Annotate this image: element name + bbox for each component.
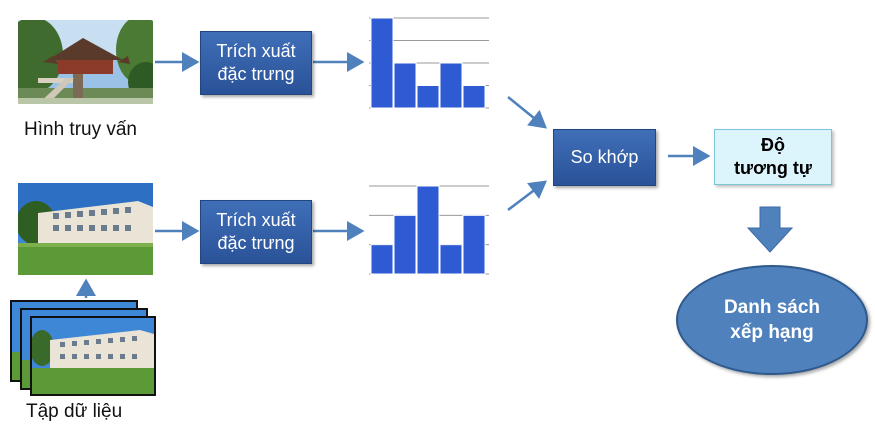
histogram-query bbox=[369, 17, 489, 109]
ranked-list-line2: xếp hạng bbox=[730, 322, 814, 343]
match-label: So khớp bbox=[570, 147, 639, 167]
histogram-bar bbox=[439, 244, 463, 275]
extract-bottom-line1: Trích xuất bbox=[216, 210, 296, 230]
histogram-bar bbox=[439, 62, 463, 109]
arrow-hist-top-to-match bbox=[507, 96, 547, 129]
histogram-bar bbox=[462, 214, 486, 275]
histogram-bar bbox=[370, 17, 394, 109]
similarity-box: Độ tương tự bbox=[714, 129, 832, 185]
ranked-list-line1: Danh sách bbox=[723, 297, 821, 318]
dataset-image-building bbox=[18, 183, 153, 275]
extract-top-line2: đặc trưng bbox=[217, 64, 295, 84]
query-image-pagoda bbox=[18, 20, 153, 104]
ranked-list-ellipse: Danh sách xếp hạng bbox=[676, 265, 868, 375]
histogram-bar bbox=[416, 185, 440, 275]
building-picture bbox=[18, 183, 153, 275]
histogram-bar bbox=[393, 214, 417, 275]
similarity-line1: Độ bbox=[760, 135, 785, 155]
extract-features-box-top: Trích xuất đặc trưng bbox=[200, 31, 312, 95]
histogram-bar bbox=[393, 62, 417, 109]
building-picture bbox=[32, 318, 154, 394]
histogram-dataset bbox=[369, 185, 489, 275]
histogram-bar bbox=[370, 244, 394, 275]
similarity-line2: tương tự bbox=[734, 158, 812, 178]
arrow-hist-bottom-to-match bbox=[507, 180, 547, 211]
histogram-bar bbox=[462, 85, 486, 109]
down-arrow-icon bbox=[746, 206, 794, 253]
dataset-stack-image-1 bbox=[30, 316, 156, 396]
extract-top-line1: Trích xuất bbox=[216, 41, 296, 61]
query-image-label: Hình truy vấn bbox=[24, 119, 137, 140]
extract-bottom-line2: đặc trưng bbox=[217, 233, 295, 253]
match-box: So khớp bbox=[553, 129, 656, 186]
pagoda-picture bbox=[18, 20, 153, 104]
histogram-bar bbox=[416, 85, 440, 109]
extract-features-box-bottom: Trích xuất đặc trưng bbox=[200, 200, 312, 264]
dataset-label: Tập dữ liệu bbox=[26, 401, 123, 422]
